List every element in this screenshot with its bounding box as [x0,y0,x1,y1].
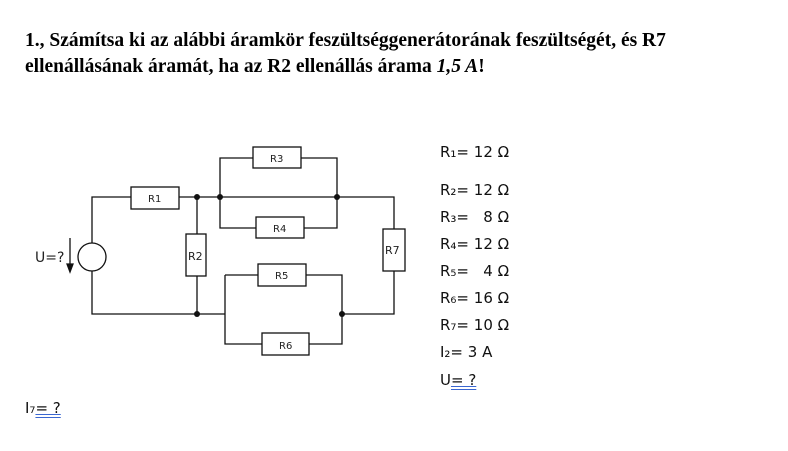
i7-question: = ? [35,399,61,417]
value-r4: R₄= 12 Ω [440,235,510,253]
r6-label: R6 [279,341,292,352]
wire [91,271,225,315]
value-r6: R₆= 16 Ω [440,289,510,307]
resistor-r3 [252,146,302,169]
resistor-r4 [255,216,305,239]
resistor-r6 [261,332,310,356]
node [194,311,200,317]
task-title: 1., Számítsa ki az alábbi áramkör feszül… [25,28,785,80]
resistor-r2 [185,233,207,277]
task-text: 1., Számítsa ki az alábbi áramkör feszül… [25,30,666,77]
unknown-u: U= ? [440,371,476,389]
wire [91,196,395,315]
value-r2: R₂= 12 Ω [440,181,510,199]
given-current: 1,5 A [436,56,479,77]
value-r7: R₇= 10 Ω [440,316,510,334]
r7-label: R7 [385,244,400,257]
node [194,194,200,200]
r1-label: R1 [148,194,161,205]
source-label: U=? [35,250,64,266]
value-r3: R₃= 8 Ω [440,208,510,226]
wire [224,274,343,345]
node [334,194,340,200]
resistor-r1 [130,186,180,210]
node [217,194,223,200]
resistor-r5 [257,263,307,287]
r3-label: R3 [270,154,283,165]
value-r1: R₁= 12 Ω [440,143,510,161]
unknown-i7: I₇= ? [25,399,61,417]
task-end: ! [478,56,485,77]
u-label: U [440,371,451,389]
r5-label: R5 [275,271,288,282]
wire [219,157,338,197]
r4-label: R4 [273,224,286,235]
node [339,311,345,317]
resistor-r7 [382,228,406,272]
arrow-head [66,263,74,274]
wire [219,197,338,229]
i7-label: I₇ [25,399,36,417]
r2-label: R2 [188,250,203,263]
u-question: = ? [450,371,477,389]
value-i2: I₂= 3 A [440,343,493,361]
value-r5: R₅= 4 Ω [440,262,510,280]
voltage-source [77,242,107,272]
